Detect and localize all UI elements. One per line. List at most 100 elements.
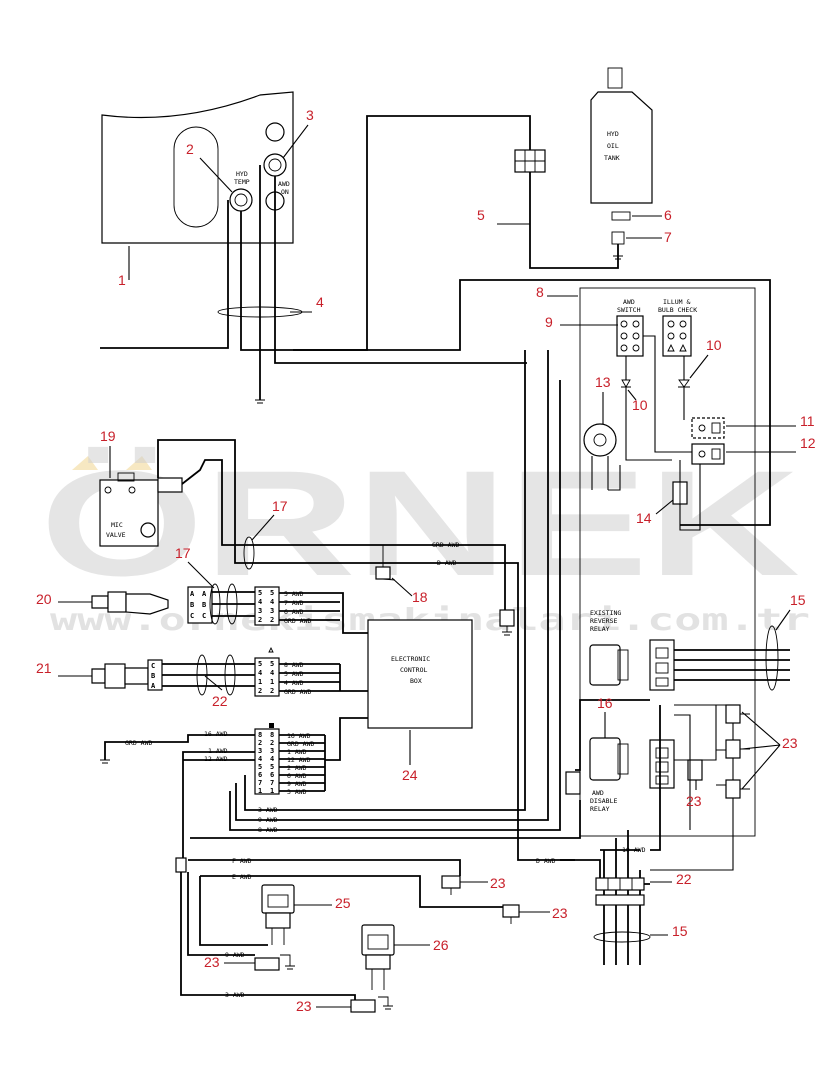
leader-10-left (627, 389, 637, 401)
callouts: 1 2 3 4 5 6 7 8 9 10 10 11 12 13 14 15 1… (36, 107, 816, 1014)
sensor-20-pin-c: C (190, 612, 194, 620)
conn8-marker (269, 723, 274, 728)
callout-6: 6 (664, 207, 672, 223)
callout-1: 1 (118, 272, 126, 288)
illum-switch-pin (667, 320, 675, 328)
callout-20: 20 (36, 591, 52, 607)
tank-label-3: TANK (604, 154, 620, 162)
awd-switch-pin (620, 344, 628, 352)
conn8-wire: 6 AWD (287, 772, 307, 780)
awd-relay-bracket (617, 743, 629, 775)
leader-17-mid (187, 561, 215, 589)
diode-10-left (621, 379, 631, 388)
d-awd-bottom-label: D AWD (536, 857, 556, 865)
conn8-left-pin: 2 (258, 739, 262, 747)
callout-2: 2 (186, 141, 194, 157)
callout-15-bottom: 15 (672, 923, 688, 939)
conn20-pin: 3 (258, 607, 262, 615)
buzzer-13-leads (591, 456, 609, 490)
conn21-wire: GRD AWD (284, 688, 311, 696)
sensor-20-plug (187, 586, 213, 624)
conn8-right-wires (279, 734, 325, 792)
relay-25-cap (267, 894, 289, 908)
bottom-wire: 8 AWD (258, 826, 278, 834)
callout-15-top: 15 (790, 592, 806, 608)
relay-26-base (365, 954, 391, 970)
conn20-pin: 4 (270, 598, 274, 606)
connector-23-e (441, 875, 461, 889)
harness-loop-17-mid-a (209, 583, 221, 625)
awd-on-light (263, 153, 287, 177)
conn8-left-pin: 3 (258, 747, 262, 755)
wire-hyd-temp (100, 200, 229, 349)
switch-module-8: AWD SWITCH ILLUM & BULB CHECK (579, 287, 790, 871)
conn8-wire: GRD AWD (287, 740, 314, 748)
conn20-pin: 5 (258, 589, 262, 597)
connector-20-block (254, 586, 280, 626)
conn8-left-pin: 8 (258, 731, 262, 739)
relay-socket-pin (655, 761, 669, 773)
conn21-marker (268, 646, 274, 653)
mic-valve-connector (157, 477, 183, 493)
tank-label-1: HYD (607, 130, 619, 138)
callout-10-left: 10 (632, 397, 648, 413)
conn20-pin: 2 (270, 616, 274, 624)
sensor-20-pin-b2: B (202, 601, 206, 609)
conn21-out (279, 663, 368, 692)
leader-23-right (741, 711, 781, 790)
relay-harness-out (674, 649, 790, 681)
wire-diode-left (625, 356, 672, 461)
relay-26-cap (367, 934, 389, 950)
buzzer-13-inner (593, 433, 607, 447)
existing-relay-label-1: EXISTING (590, 609, 621, 617)
connector-5-grid (515, 150, 545, 172)
callout-8: 8 (536, 284, 544, 300)
sensor-20-pin-c2: C (202, 612, 206, 620)
conn8-right-pin: 3 (270, 747, 274, 755)
wires-23-bus (674, 704, 726, 786)
awd-disable-label-3: RELAY (590, 805, 610, 813)
lamp-11-socket (711, 422, 721, 434)
conn20-pin: 4 (258, 598, 262, 606)
mic-valve-19: MIC VALVE GRD AWD D AWD (99, 439, 575, 861)
callout-4: 4 (316, 294, 324, 310)
callout-21: 21 (36, 660, 52, 676)
relay-26 (361, 924, 395, 956)
conn8-wire: 2 AWD (287, 764, 307, 772)
leader-10-right (689, 354, 709, 379)
sensor-20: A B C A B C 5 4 3 2 5 4 3 2 5 AWD 7 AWD … (91, 583, 368, 634)
harness-loop-15-top (765, 625, 779, 691)
callout-17-mid: 17 (175, 545, 191, 561)
wires-left-vertical (180, 872, 356, 1000)
awd-switch-pin (620, 320, 628, 328)
conn20-pin: 5 (270, 589, 274, 597)
buzzer-13-wire (608, 465, 621, 491)
relay-26-leads (371, 969, 385, 990)
awd9-label: 9 AWD (225, 951, 245, 959)
lamp-12-socket (711, 448, 721, 460)
callout-18: 18 (412, 589, 428, 605)
wire-to-tank-sender (293, 115, 531, 351)
conn8-left-pin: 1 (258, 787, 262, 795)
bottom-wire: 9 AWD (258, 816, 278, 824)
conn21-pin: 4 (270, 669, 274, 677)
illum-label-2: BULB CHECK (658, 306, 697, 314)
connector-23-f (502, 904, 520, 918)
lamp-12-bulb (698, 450, 706, 458)
awd-on-light-inner (268, 158, 282, 172)
conn8-wire: 12 AWD (287, 756, 311, 764)
conn20-wire: 5 AWD (284, 590, 304, 598)
watermark-accent-left (72, 456, 98, 470)
conn20-pin: 2 (258, 616, 262, 624)
callout-19: 19 (100, 428, 116, 444)
wires-23 (674, 704, 750, 830)
leader-14 (655, 499, 674, 515)
conn20-wire: GRD AWD (284, 617, 311, 625)
conn20-out (279, 592, 368, 634)
connector-22-lower (595, 894, 645, 906)
d-awd-top-label: D AWD (437, 559, 457, 567)
awd-switch-pin (632, 320, 640, 328)
awd-switch-label-1: AWD (623, 298, 635, 306)
conn21-wire: 5 AWD (284, 670, 304, 678)
